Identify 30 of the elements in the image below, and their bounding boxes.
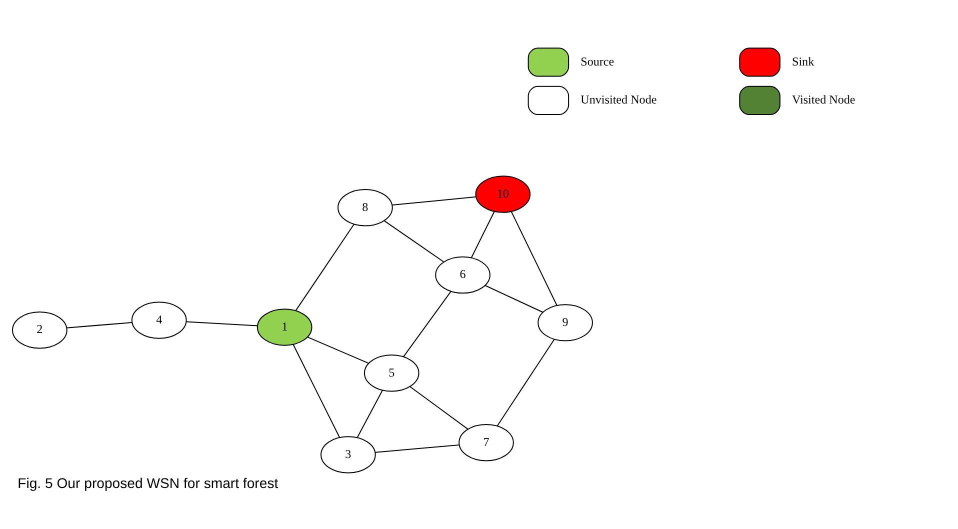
connector — [375, 444, 459, 452]
node-ellipse: 4 — [131, 301, 187, 338]
connector — [496, 338, 555, 426]
connector — [485, 284, 544, 312]
connector — [510, 210, 558, 305]
node-ellipse: 8 — [338, 188, 393, 226]
connector — [186, 320, 258, 326]
connector — [471, 210, 495, 258]
connector — [66, 322, 132, 328]
node-ellipse: 3 — [320, 436, 376, 473]
node-ellipse: 9 — [538, 304, 593, 341]
connector — [403, 290, 452, 357]
node-ellipse: 6 — [435, 256, 490, 294]
connector — [295, 224, 354, 310]
legend-label: Unvisited Node — [580, 92, 657, 106]
legend-label: Visited Node — [792, 92, 856, 106]
legend-label: Sink — [792, 54, 814, 68]
connector — [384, 220, 444, 262]
node-ellipse: 10 — [475, 175, 531, 212]
caption: Fig. 5 Our proposed WSN for smart forest — [18, 474, 278, 491]
node-ellipse: 1 — [256, 308, 312, 346]
connector — [410, 386, 468, 430]
connector — [292, 344, 340, 438]
legend-label: Source — [580, 54, 614, 68]
connector — [392, 196, 476, 205]
node-ellipse: 2 — [12, 310, 68, 348]
connector — [356, 390, 383, 438]
node-ellipse: 5 — [364, 354, 420, 392]
node-ellipse: 7 — [458, 424, 514, 461]
connector — [307, 336, 369, 364]
